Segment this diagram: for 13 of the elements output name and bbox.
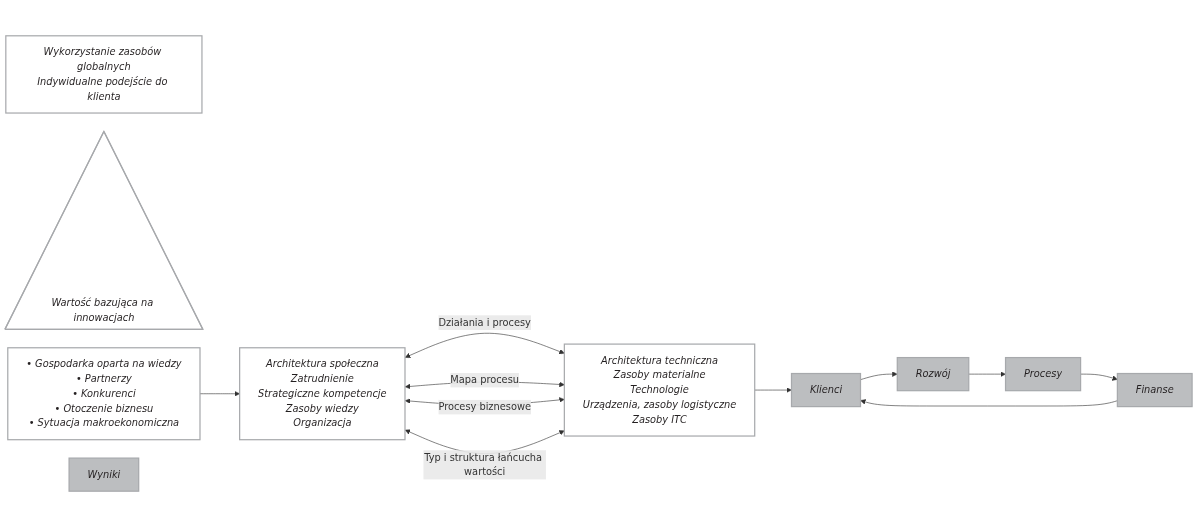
edge-label: Mapa procesu [450, 374, 519, 386]
edge-label: Typ i struktura łańcucha wartości [424, 451, 542, 478]
node-box: • Gospodarka oparta na wiedzy • Partnerzy • Konkurenci • Otoczenie biznesu • Sytuacja makroekonomiczna [7, 347, 201, 441]
node-box: Finanse [1116, 372, 1193, 408]
node-box: Procesy [1004, 356, 1082, 392]
node-box: Klienci [790, 372, 862, 408]
node-box: Architektura społeczna Zatrudnienie Strategiczne kompetencje Zasoby wiedzy Organizacja [239, 347, 406, 441]
node-box: Wyniki [68, 457, 140, 492]
node-box: Wykorzystanie zasobów globalnych Indywidualne podejście do klienta [5, 35, 203, 114]
edge-label: Działania i procesy [438, 316, 531, 329]
node-box: Architektura techniczna Zasoby materialne Technologie Urządzenia, zasoby logistyczne Zasoby ITC [563, 343, 756, 437]
edge-label: Procesy biznesowe [438, 401, 531, 413]
node-box: Rozwój [896, 356, 970, 392]
